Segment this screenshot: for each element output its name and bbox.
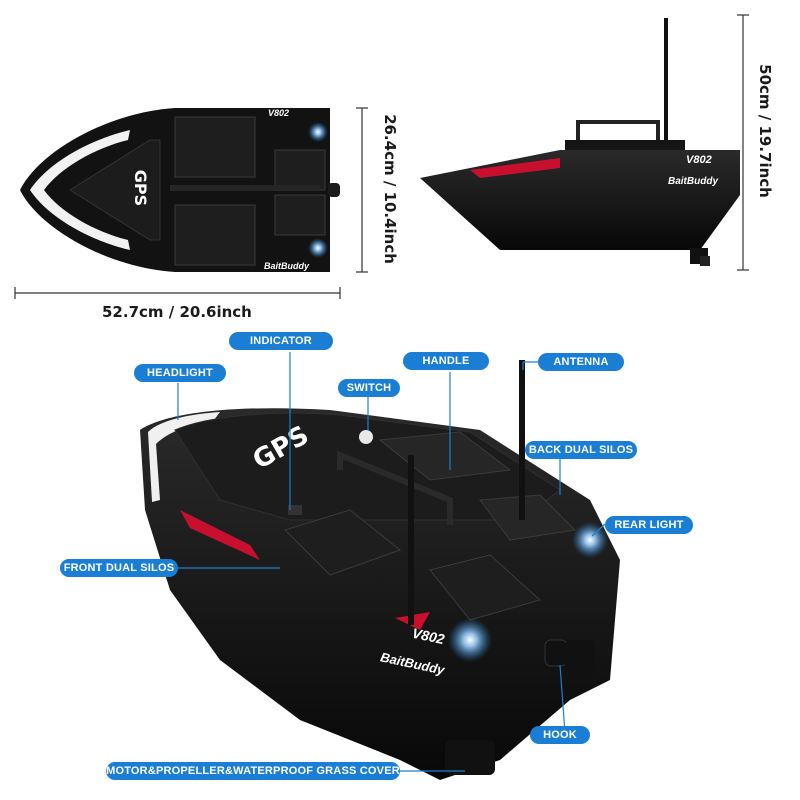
top-brand-label: BaitBuddy <box>264 261 309 271</box>
callout-front-dual-silos: FRONT DUAL SILOS <box>60 559 178 577</box>
callout-motor: MOTOR&PROPELLER&WATERPROOF GRASS COVER <box>106 762 400 780</box>
callout-indicator: INDICATOR <box>229 332 333 350</box>
side-view-dimension-line <box>737 14 749 271</box>
side-view-boat <box>420 18 740 266</box>
side-brand-label: BaitBuddy <box>668 176 718 187</box>
callout-hook: HOOK <box>530 726 590 744</box>
side-model-label: V802 <box>686 154 712 166</box>
callout-switch: SWITCH <box>338 379 400 397</box>
callout-rear-light: REAR LIGHT <box>605 516 693 534</box>
top-model-label: V802 <box>268 108 290 118</box>
callout-handle: HANDLE <box>403 352 489 370</box>
length-dimension: 52.7cm / 20.6inch <box>102 303 252 321</box>
callout-antenna: ANTENNA <box>538 353 624 371</box>
height-dimension: 50cm / 19.7inch <box>756 64 774 198</box>
top-view-boat <box>20 108 340 272</box>
top-view-dimension-lines <box>14 107 368 299</box>
callout-headlight: HEADLIGHT <box>134 364 226 382</box>
callout-back-dual-silos: BACK DUAL SILOS <box>525 441 637 459</box>
width-dimension: 26.4cm / 10.4inch <box>381 114 399 264</box>
callout-lines <box>177 352 606 772</box>
top-gps-text: GPS <box>131 170 150 206</box>
main-boat <box>140 360 620 780</box>
